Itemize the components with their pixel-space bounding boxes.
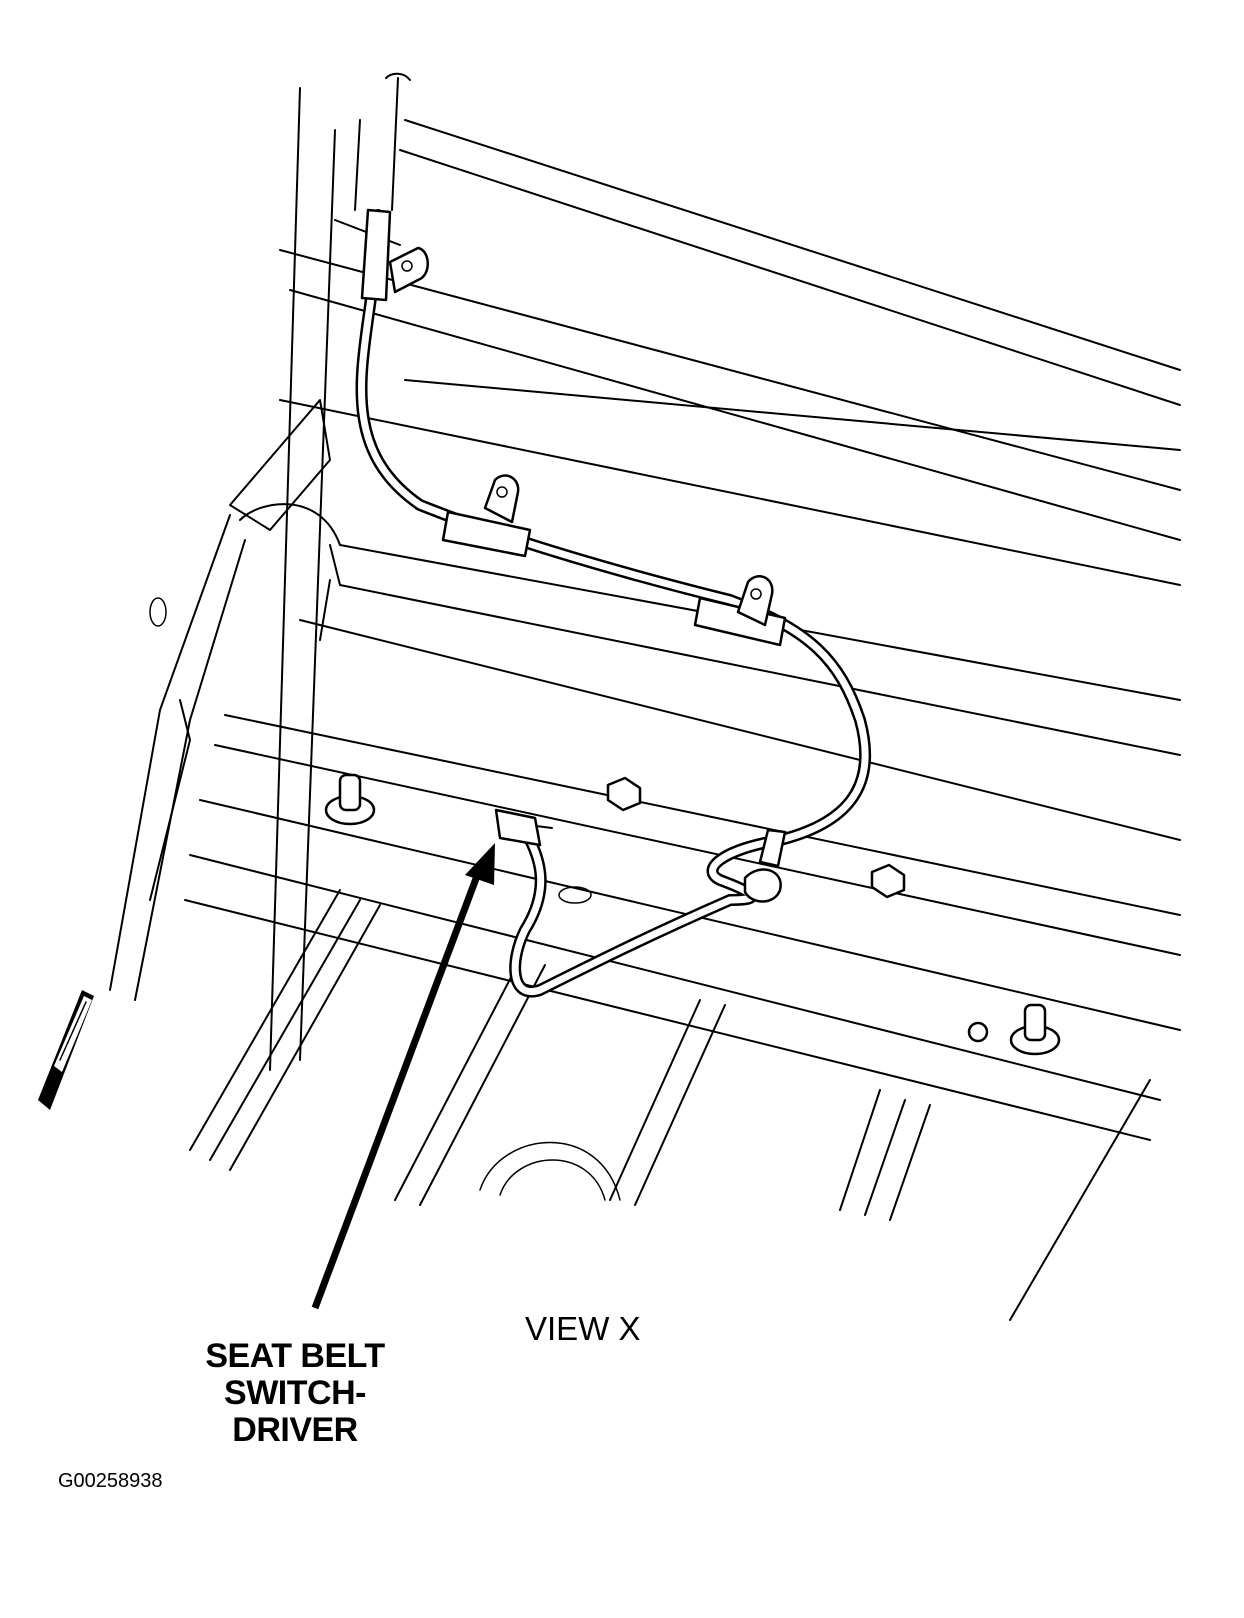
- mounting-studs: [324, 773, 1061, 1056]
- callout-line-3: DRIVER: [232, 1411, 358, 1449]
- view-label: VIEW X: [525, 1310, 641, 1347]
- callout-arrow: [311, 843, 495, 1310]
- upper-floor-panel: [269, 87, 1181, 1071]
- seat-track-channel: [184, 503, 1181, 1141]
- seat-belt-switch-connector: [494, 808, 553, 847]
- left-rail: [109, 399, 331, 1001]
- callout-line-1: SEAT BELT: [205, 1337, 385, 1375]
- seat-belt-switch-driver-label: SEAT BELT SWITCH- DRIVER: [175, 1338, 415, 1449]
- floor-pan-ribs: [189, 889, 1151, 1321]
- callout-line-2: SWITCH-: [224, 1374, 366, 1412]
- figure-id: G00258938: [58, 1470, 163, 1492]
- fms-tab-icon: [38, 990, 94, 1110]
- seat-belt-switch-harness: [355, 72, 872, 998]
